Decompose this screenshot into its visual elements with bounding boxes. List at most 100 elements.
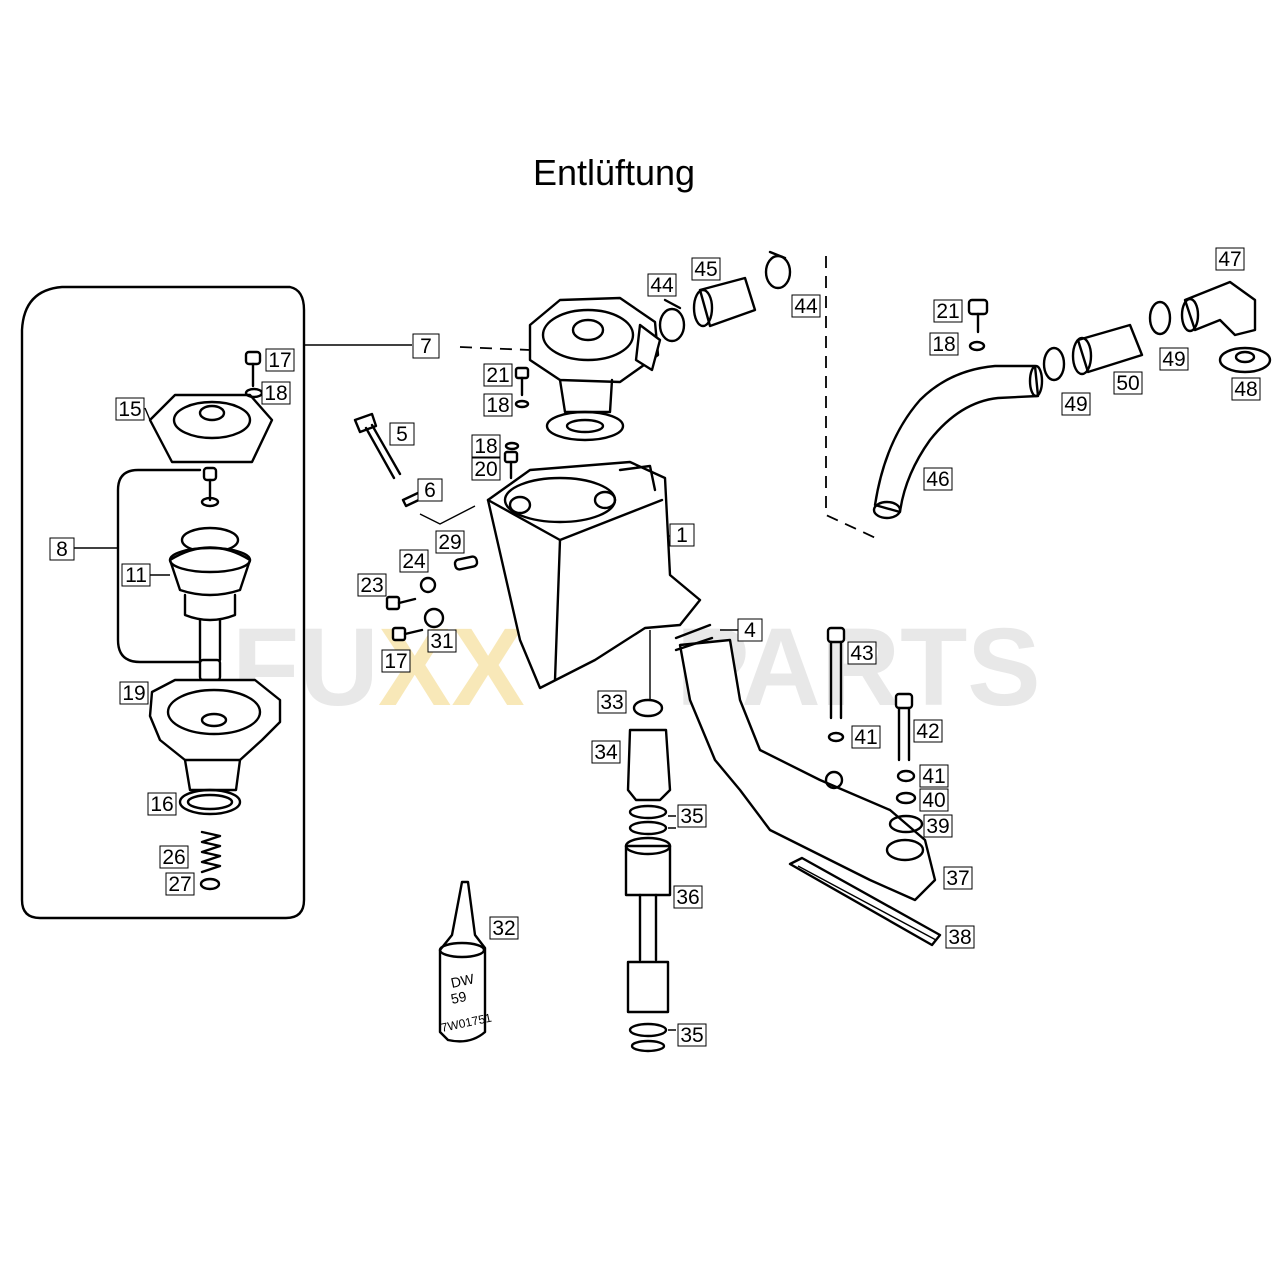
svg-text:27: 27 xyxy=(168,873,191,896)
svg-text:18: 18 xyxy=(932,333,955,356)
svg-text:6: 6 xyxy=(424,479,436,502)
svg-text:47: 47 xyxy=(1218,248,1241,271)
label-26: 26 xyxy=(159,845,189,869)
elbow-part-37 xyxy=(674,623,937,902)
label-46: 46 xyxy=(923,467,953,491)
label-43: 43 xyxy=(847,641,877,665)
label-17-mid: 17 xyxy=(381,649,411,673)
svg-text:50: 50 xyxy=(1116,372,1139,395)
svg-text:1: 1 xyxy=(676,524,688,547)
svg-text:43: 43 xyxy=(850,642,873,665)
label-44-left: 44 xyxy=(647,273,677,297)
svg-text:41: 41 xyxy=(922,765,945,788)
breather-part-7 xyxy=(459,296,662,442)
hose-clamps-44-45 xyxy=(658,250,881,541)
pipe-fittings-47-50 xyxy=(967,280,1272,382)
svg-text:44: 44 xyxy=(794,295,818,318)
label-24: 24 xyxy=(399,549,429,573)
label-18-right: 18 xyxy=(929,332,959,356)
svg-text:11: 11 xyxy=(125,564,147,587)
label-18-left: 18 xyxy=(261,381,291,405)
svg-text:49: 49 xyxy=(1162,348,1185,371)
label-20: 20 xyxy=(471,457,501,481)
pipe-part-46 xyxy=(872,364,1044,520)
svg-text:17: 17 xyxy=(384,650,407,673)
svg-text:35: 35 xyxy=(680,805,703,828)
label-6: 6 xyxy=(417,478,443,502)
label-18-center: 18 xyxy=(483,393,513,417)
label-32: 32 xyxy=(489,916,519,940)
svg-text:36: 36 xyxy=(676,886,699,909)
spring-part-26 xyxy=(199,830,222,891)
label-48: 48 xyxy=(1231,377,1261,401)
svg-text:31: 31 xyxy=(430,630,453,653)
label-27: 27 xyxy=(165,872,195,896)
cover-part-15 xyxy=(144,393,274,464)
label-35-upper: 35 xyxy=(677,804,707,828)
label-50: 50 xyxy=(1113,371,1143,395)
label-44-right: 44 xyxy=(791,294,821,318)
svg-text:29: 29 xyxy=(438,531,461,554)
svg-text:37: 37 xyxy=(946,867,969,890)
svg-text:46: 46 xyxy=(926,468,949,491)
svg-text:5: 5 xyxy=(396,423,408,446)
svg-text:40: 40 xyxy=(922,789,945,812)
svg-text:38: 38 xyxy=(948,926,971,949)
page-title: Entlüftung xyxy=(532,152,696,193)
label-49-left: 49 xyxy=(1061,392,1091,416)
svg-text:41: 41 xyxy=(854,726,877,749)
label-33: 33 xyxy=(597,690,627,714)
bottle-text-2: 59 xyxy=(449,988,468,1007)
svg-text:24: 24 xyxy=(402,550,426,573)
assembly-7-detail-frame xyxy=(20,285,412,920)
label-17-top: 17 xyxy=(265,348,295,372)
label-42: 42 xyxy=(913,719,943,743)
label-29: 29 xyxy=(435,530,465,554)
gasket-part-38 xyxy=(788,856,942,947)
svg-text:18: 18 xyxy=(264,382,287,405)
svg-text:23: 23 xyxy=(360,574,383,597)
label-41-right: 41 xyxy=(919,764,949,788)
label-21-center: 21 xyxy=(483,363,513,387)
screws-21-18-20 xyxy=(503,366,530,480)
svg-text:45: 45 xyxy=(694,258,717,281)
svg-text:20: 20 xyxy=(474,458,497,481)
label-7: 7 xyxy=(412,333,440,359)
label-40: 40 xyxy=(919,788,949,812)
svg-text:18: 18 xyxy=(474,435,497,458)
main-housing-part-1 xyxy=(486,460,702,690)
screw-17-top xyxy=(244,350,264,399)
svg-text:33: 33 xyxy=(600,691,623,714)
bolt-part-5 xyxy=(353,412,402,480)
svg-text:32: 32 xyxy=(492,917,515,940)
label-16: 16 xyxy=(147,792,177,816)
sealant-bottle-32: DW 59 7W01751 xyxy=(438,880,493,1043)
svg-text:44: 44 xyxy=(650,274,674,297)
label-35-lower: 35 xyxy=(677,1023,707,1047)
svg-text:19: 19 xyxy=(122,682,145,705)
svg-text:48: 48 xyxy=(1234,378,1257,401)
label-39: 39 xyxy=(923,814,953,838)
svg-text:17: 17 xyxy=(268,349,291,372)
valve-part-11 xyxy=(168,466,252,682)
label-23: 23 xyxy=(357,573,387,597)
svg-text:39: 39 xyxy=(926,815,949,838)
svg-text:8: 8 xyxy=(56,538,68,561)
label-36: 36 xyxy=(673,885,703,909)
svg-text:7: 7 xyxy=(420,335,432,358)
svg-text:4: 4 xyxy=(744,619,756,642)
studs-42-43 xyxy=(826,626,924,834)
label-47: 47 xyxy=(1215,247,1245,271)
label-49-right: 49 xyxy=(1159,347,1189,371)
svg-text:42: 42 xyxy=(916,720,939,743)
label-18-lower: 18 xyxy=(471,434,501,458)
label-31: 31 xyxy=(427,629,457,653)
label-5: 5 xyxy=(389,422,415,446)
label-37: 37 xyxy=(943,866,973,890)
label-4: 4 xyxy=(737,618,763,642)
label-34: 34 xyxy=(591,740,621,764)
label-45: 45 xyxy=(691,257,721,281)
svg-text:21: 21 xyxy=(936,300,959,323)
svg-text:21: 21 xyxy=(486,364,509,387)
svg-text:18: 18 xyxy=(486,394,509,417)
